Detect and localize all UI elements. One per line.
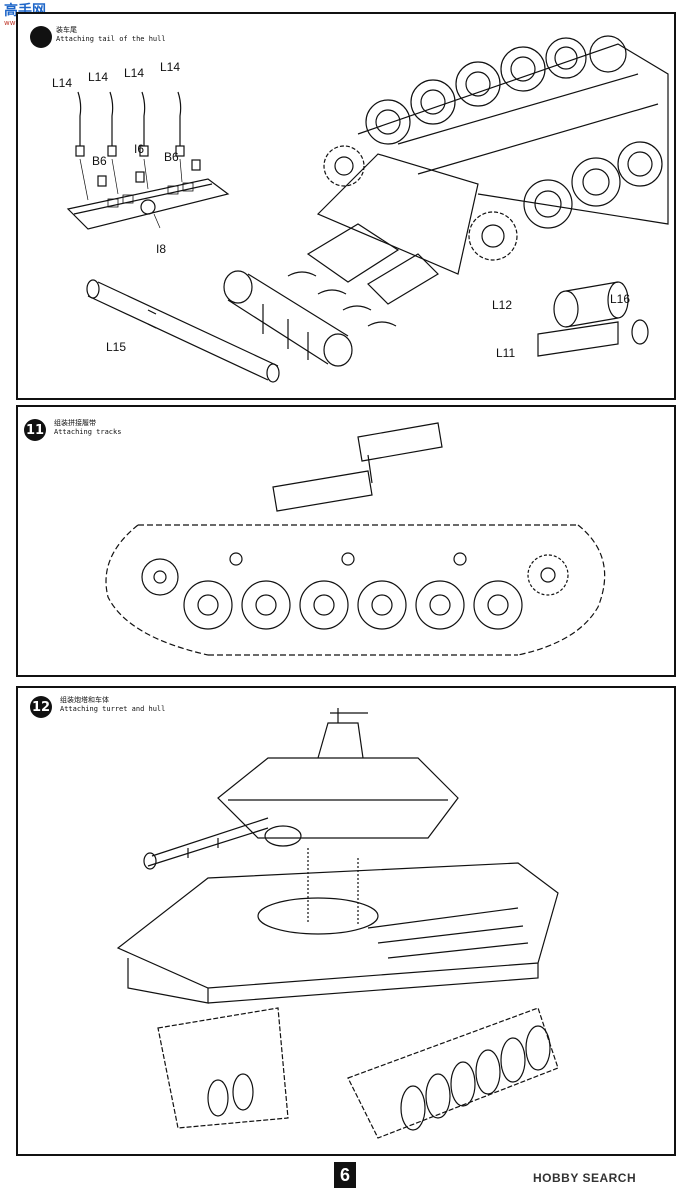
tank-assembly-drawing	[116, 708, 559, 1139]
brand-watermark: HOBBY SEARCH	[533, 1171, 637, 1185]
part-label-b6: B6	[92, 154, 107, 168]
part-label-i6: I6	[134, 142, 145, 156]
tail-assembly-drawing	[66, 35, 669, 383]
page-number: 6	[334, 1162, 356, 1188]
part-label-l12: L12	[492, 298, 513, 312]
road-wheels	[183, 580, 523, 630]
step-title-en: Attaching turret and hull	[60, 705, 166, 713]
step-panel-turret: 12 组装炮塔和车体 Attaching turret and hull	[16, 686, 676, 1156]
part-label-l14: L14	[160, 60, 181, 74]
part-label-l14: L14	[124, 66, 145, 80]
hull-drawing	[116, 862, 559, 1004]
track-assembly-drawing	[105, 422, 606, 656]
step-badge	[30, 26, 52, 48]
l14-part	[75, 91, 85, 157]
step-title-zh: 组装炮塔和车体	[60, 696, 109, 704]
turret-drawing	[143, 708, 459, 870]
step-badge: 11	[24, 419, 46, 441]
step-panel-tail: 装车尾 Attaching tail of the hull	[16, 12, 676, 400]
step-title-en: Attaching tail of the hull	[56, 35, 166, 43]
track-link-segments	[272, 422, 443, 512]
step-title-zh: 组装拼接履带	[54, 419, 96, 427]
part-label-l14: L14	[88, 70, 109, 84]
step-badge: 12	[30, 696, 52, 718]
l15-pipe	[86, 279, 280, 383]
l12-l11-drum-inset	[537, 281, 649, 357]
part-label-l11: L11	[496, 346, 516, 360]
part-label-l15: L15	[106, 340, 127, 354]
step-title-zh: 装车尾	[56, 26, 77, 34]
step-panel-tracks: 11 组装拼接履带 Attaching tracks	[16, 405, 676, 677]
road-wheels-drawing	[365, 35, 663, 229]
track-drawing	[157, 1007, 559, 1139]
part-label-i8: I8	[156, 242, 167, 256]
part-label-l14: L14	[52, 76, 73, 90]
track-run-drawing	[105, 524, 606, 656]
part-label-l16: L16	[610, 292, 631, 306]
part-label-b6: B6	[164, 150, 179, 164]
fuel-drums	[223, 270, 353, 367]
step-title-en: Attaching tracks	[54, 428, 122, 436]
